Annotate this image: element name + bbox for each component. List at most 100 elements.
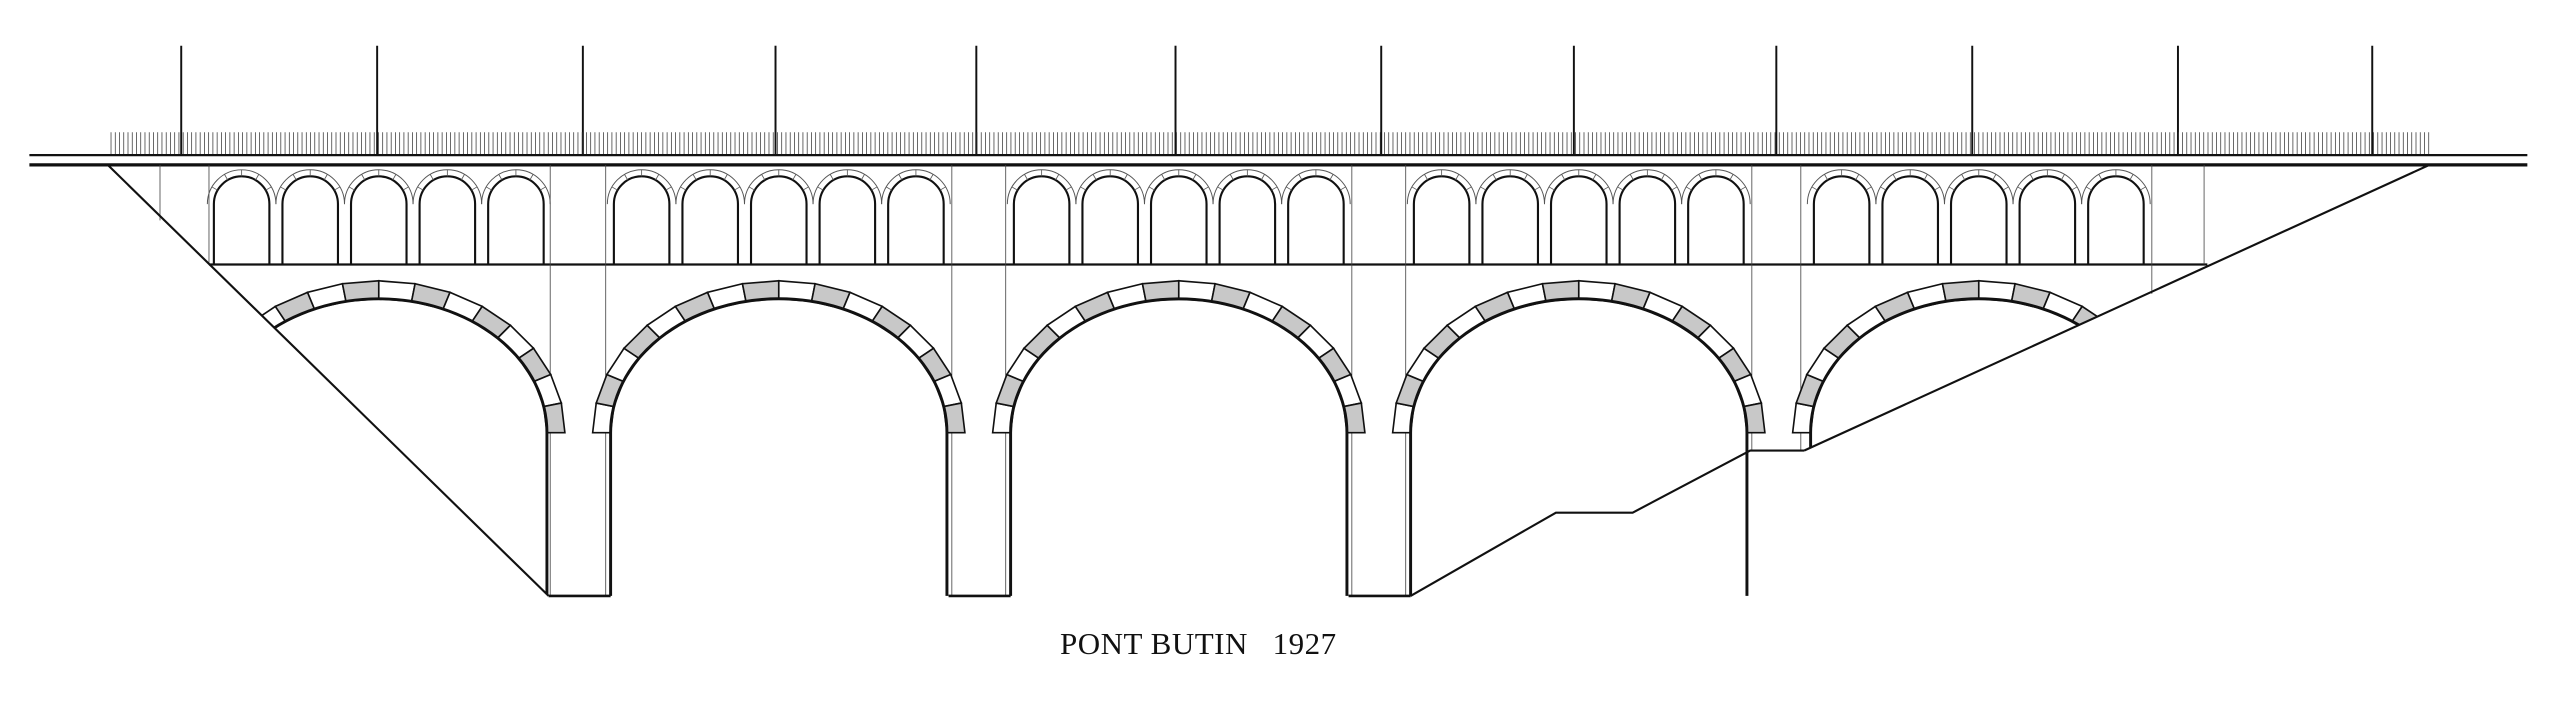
spandrel-voussoir-joint	[611, 186, 618, 191]
spandrel-voussoir-joint	[665, 186, 672, 191]
spandrel-voussoir-joint	[1698, 174, 1703, 181]
spandrel-voussoir-joint	[2060, 174, 2065, 181]
spandrel-arch	[887, 175, 945, 265]
arch-intrados	[209, 297, 549, 596]
arch-voussoir	[191, 402, 215, 434]
spandrel-voussoir-joint	[1411, 186, 1418, 191]
spandrel-arch	[1812, 175, 1871, 265]
arch-intrados	[1409, 297, 1749, 596]
spandrel-voussoir-joint	[1286, 186, 1293, 191]
spandrel-voussoir-joint	[2098, 174, 2103, 181]
spandrel-voussoir-joint	[1617, 186, 1624, 191]
spandrel-voussoir-joint	[1024, 174, 1029, 181]
spandrel-voussoir-joint	[1892, 174, 1897, 181]
spandrel-voussoir-joint	[929, 174, 934, 181]
spandrel-voussoir-joint	[1660, 174, 1665, 181]
main-arch	[191, 279, 566, 596]
spandrel-voussoir-joint	[1686, 186, 1693, 191]
main-arch	[1391, 279, 1766, 596]
spandrel-voussoir-joint	[1811, 186, 1818, 191]
spandrel-arcade-group	[1806, 169, 2151, 265]
drawing-caption: PONT BUTIN 1927	[1060, 626, 1337, 662]
deck	[29, 153, 2528, 266]
spandrel-arch	[281, 175, 340, 265]
spandrel-voussoir-joint	[361, 174, 366, 181]
spandrel-voussoir-joint	[1298, 174, 1303, 181]
spandrel-voussoir-joint	[280, 186, 287, 191]
arch-voussoir	[2096, 324, 2135, 360]
spandrel-voussoir-joint	[1339, 186, 1346, 191]
spandrel-voussoir-joint	[486, 186, 493, 191]
spandrel-voussoir-joint	[1629, 174, 1634, 181]
spandrel-voussoir-joint	[1229, 174, 1234, 181]
spandrel-voussoir-joint	[417, 186, 424, 191]
spandrel-voussoir-joint	[1329, 174, 1334, 181]
terrain	[107, 163, 2430, 597]
spandrel-voussoir-joint	[334, 186, 341, 191]
spandrel-voussoir-joint	[1065, 186, 1072, 191]
spandrel-voussoir-joint	[498, 174, 503, 181]
spandrel-voussoir-joint	[402, 186, 409, 191]
spandrel-voussoir-joint	[1202, 186, 1209, 191]
spandrel-arch	[749, 175, 808, 265]
arch-voussoir	[222, 324, 262, 360]
spandrel-voussoir-joint	[1934, 186, 1941, 191]
spandrel-voussoir-joint	[429, 174, 434, 181]
spandrel-voussoir-joint	[1217, 186, 1224, 191]
right-embankment-line	[1803, 163, 2430, 452]
deck-railing	[110, 132, 2430, 156]
spandrel-arch	[1881, 175, 1940, 265]
spandrel-voussoir-joint	[829, 174, 834, 181]
arch-voussoir	[2117, 347, 2152, 383]
spandrel-voussoir-joint	[1134, 186, 1141, 191]
spandrel-voussoir-joint	[2029, 174, 2034, 181]
main-arch	[591, 279, 966, 596]
spandrel-arch	[1012, 175, 1071, 265]
spandrel-voussoir-joint	[939, 186, 946, 191]
spandrel-arch	[612, 175, 671, 265]
spandrel-voussoir-joint	[723, 174, 728, 181]
spandrel-arch	[1287, 175, 1345, 265]
main-arch	[991, 279, 1366, 596]
spandrel-voussoir-joint	[1092, 174, 1097, 181]
left-embankment-line	[107, 164, 550, 597]
arch-voussoir	[195, 373, 225, 408]
spandrel-voussoir-joint	[1260, 174, 1265, 181]
spandrel-voussoir-joint	[1992, 174, 1997, 181]
spandrel-voussoir-joint	[2071, 186, 2078, 191]
spandrel-voussoir-joint	[348, 186, 355, 191]
spandrel-arcade-group	[1006, 169, 1351, 265]
spandrel-voussoir-joint	[1055, 174, 1060, 181]
caption-title: PONT BUTIN	[1060, 626, 1248, 661]
spandrel-voussoir-joint	[817, 186, 824, 191]
spandrel-arch	[2018, 175, 2077, 265]
spandrel-voussoir-joint	[1080, 186, 1087, 191]
spandrel-voussoir-joint	[802, 186, 809, 191]
spandrel-voussoir-joint	[539, 186, 546, 191]
spandrel-arch	[1412, 175, 1471, 265]
spandrel-voussoir-joint	[1592, 174, 1597, 181]
spandrel-voussoir-joint	[655, 174, 660, 181]
spandrel-voussoir-joint	[1923, 174, 1928, 181]
spandrel-voussoir-joint	[471, 186, 478, 191]
spandrel-voussoir-joint	[1865, 186, 1872, 191]
spandrel-voussoir-joint	[1148, 186, 1155, 191]
spandrel-voussoir-joint	[265, 186, 272, 191]
spandrel-voussoir-joint	[2086, 186, 2093, 191]
spandrel-voussoir-joint	[680, 186, 687, 191]
spandrel-arcade-group	[1406, 169, 1751, 265]
spandrel-voussoir-joint	[1523, 174, 1528, 181]
spandrel-arch	[681, 175, 740, 265]
spandrel-voussoir-joint	[692, 174, 697, 181]
spandrel-voussoir-joint	[1961, 174, 1966, 181]
spandrel-voussoir-joint	[224, 174, 229, 181]
spandrel-voussoir-joint	[1561, 174, 1566, 181]
spandrel-voussoir-joint	[624, 174, 629, 181]
spandrel-arch	[1481, 175, 1540, 265]
main-arches	[191, 279, 2166, 598]
caption-year: 1927	[1272, 626, 1337, 661]
spandrel-voussoir-joint	[1602, 186, 1609, 191]
spandrel-voussoir-joint	[1855, 174, 1860, 181]
spandrel-voussoir-joint	[211, 186, 218, 191]
spandrel-arcade-group	[606, 169, 951, 265]
